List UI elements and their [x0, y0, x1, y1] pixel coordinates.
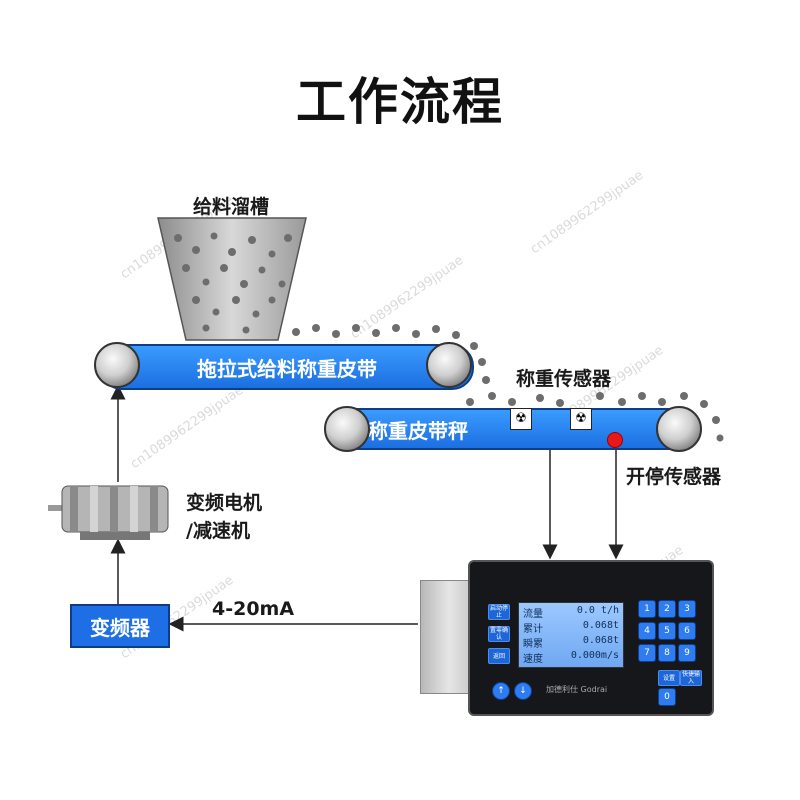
- motor-icon: [48, 485, 169, 540]
- key-7[interactable]: 7: [638, 644, 656, 662]
- belt-roller: [656, 406, 702, 452]
- weigh-sensor-label: 称重传感器: [516, 368, 612, 390]
- drag-belt-label: 拖拉式给料称重皮带: [197, 356, 377, 381]
- key-down[interactable]: ↓: [514, 682, 532, 700]
- page-title: 工作流程: [296, 73, 504, 131]
- key-up[interactable]: ↑: [492, 682, 510, 700]
- load-cell-icon: ☢: [570, 408, 592, 430]
- zero-confirm-button[interactable]: 置零确认: [488, 626, 510, 642]
- key-4[interactable]: 4: [638, 622, 656, 640]
- signal-label: 4-20mA: [212, 598, 295, 620]
- belt-roller: [426, 342, 472, 388]
- belt-roller: [324, 406, 370, 452]
- key-0[interactable]: 0: [658, 688, 676, 706]
- back-button[interactable]: 返回: [488, 648, 510, 664]
- hopper-label: 给料溜槽: [193, 196, 270, 218]
- key-6[interactable]: 6: [678, 622, 696, 640]
- weigh-belt-label: 称重皮带秤: [368, 418, 468, 443]
- key-8[interactable]: 8: [658, 644, 676, 662]
- load-cell-icon: ☢: [510, 408, 532, 430]
- material-rocks: [174, 232, 724, 442]
- key-3[interactable]: 3: [678, 600, 696, 618]
- belt-roller: [94, 342, 140, 388]
- start-stop-button[interactable]: 启动停止: [488, 604, 510, 620]
- start-stop-sensor-icon: [607, 432, 623, 448]
- inverter-label: 变频器: [90, 615, 150, 640]
- brand-label: 加德利仕 Godrai: [546, 685, 608, 694]
- motor-label-line1: 变频电机: [186, 492, 263, 514]
- quick-input-button[interactable]: 快捷输入: [680, 670, 702, 686]
- inverter-box: 变频器: [70, 604, 170, 648]
- settings-button[interactable]: 设置: [658, 670, 680, 686]
- key-9[interactable]: 9: [678, 644, 696, 662]
- motor-label-line2: /减速机: [186, 520, 250, 542]
- key-2[interactable]: 2: [658, 600, 676, 618]
- key-5[interactable]: 5: [658, 622, 676, 640]
- start-stop-sensor-label: 开停传感器: [626, 466, 722, 488]
- drag-feed-belt: 拖拉式给料称重皮带: [100, 344, 474, 390]
- key-1[interactable]: 1: [638, 600, 656, 618]
